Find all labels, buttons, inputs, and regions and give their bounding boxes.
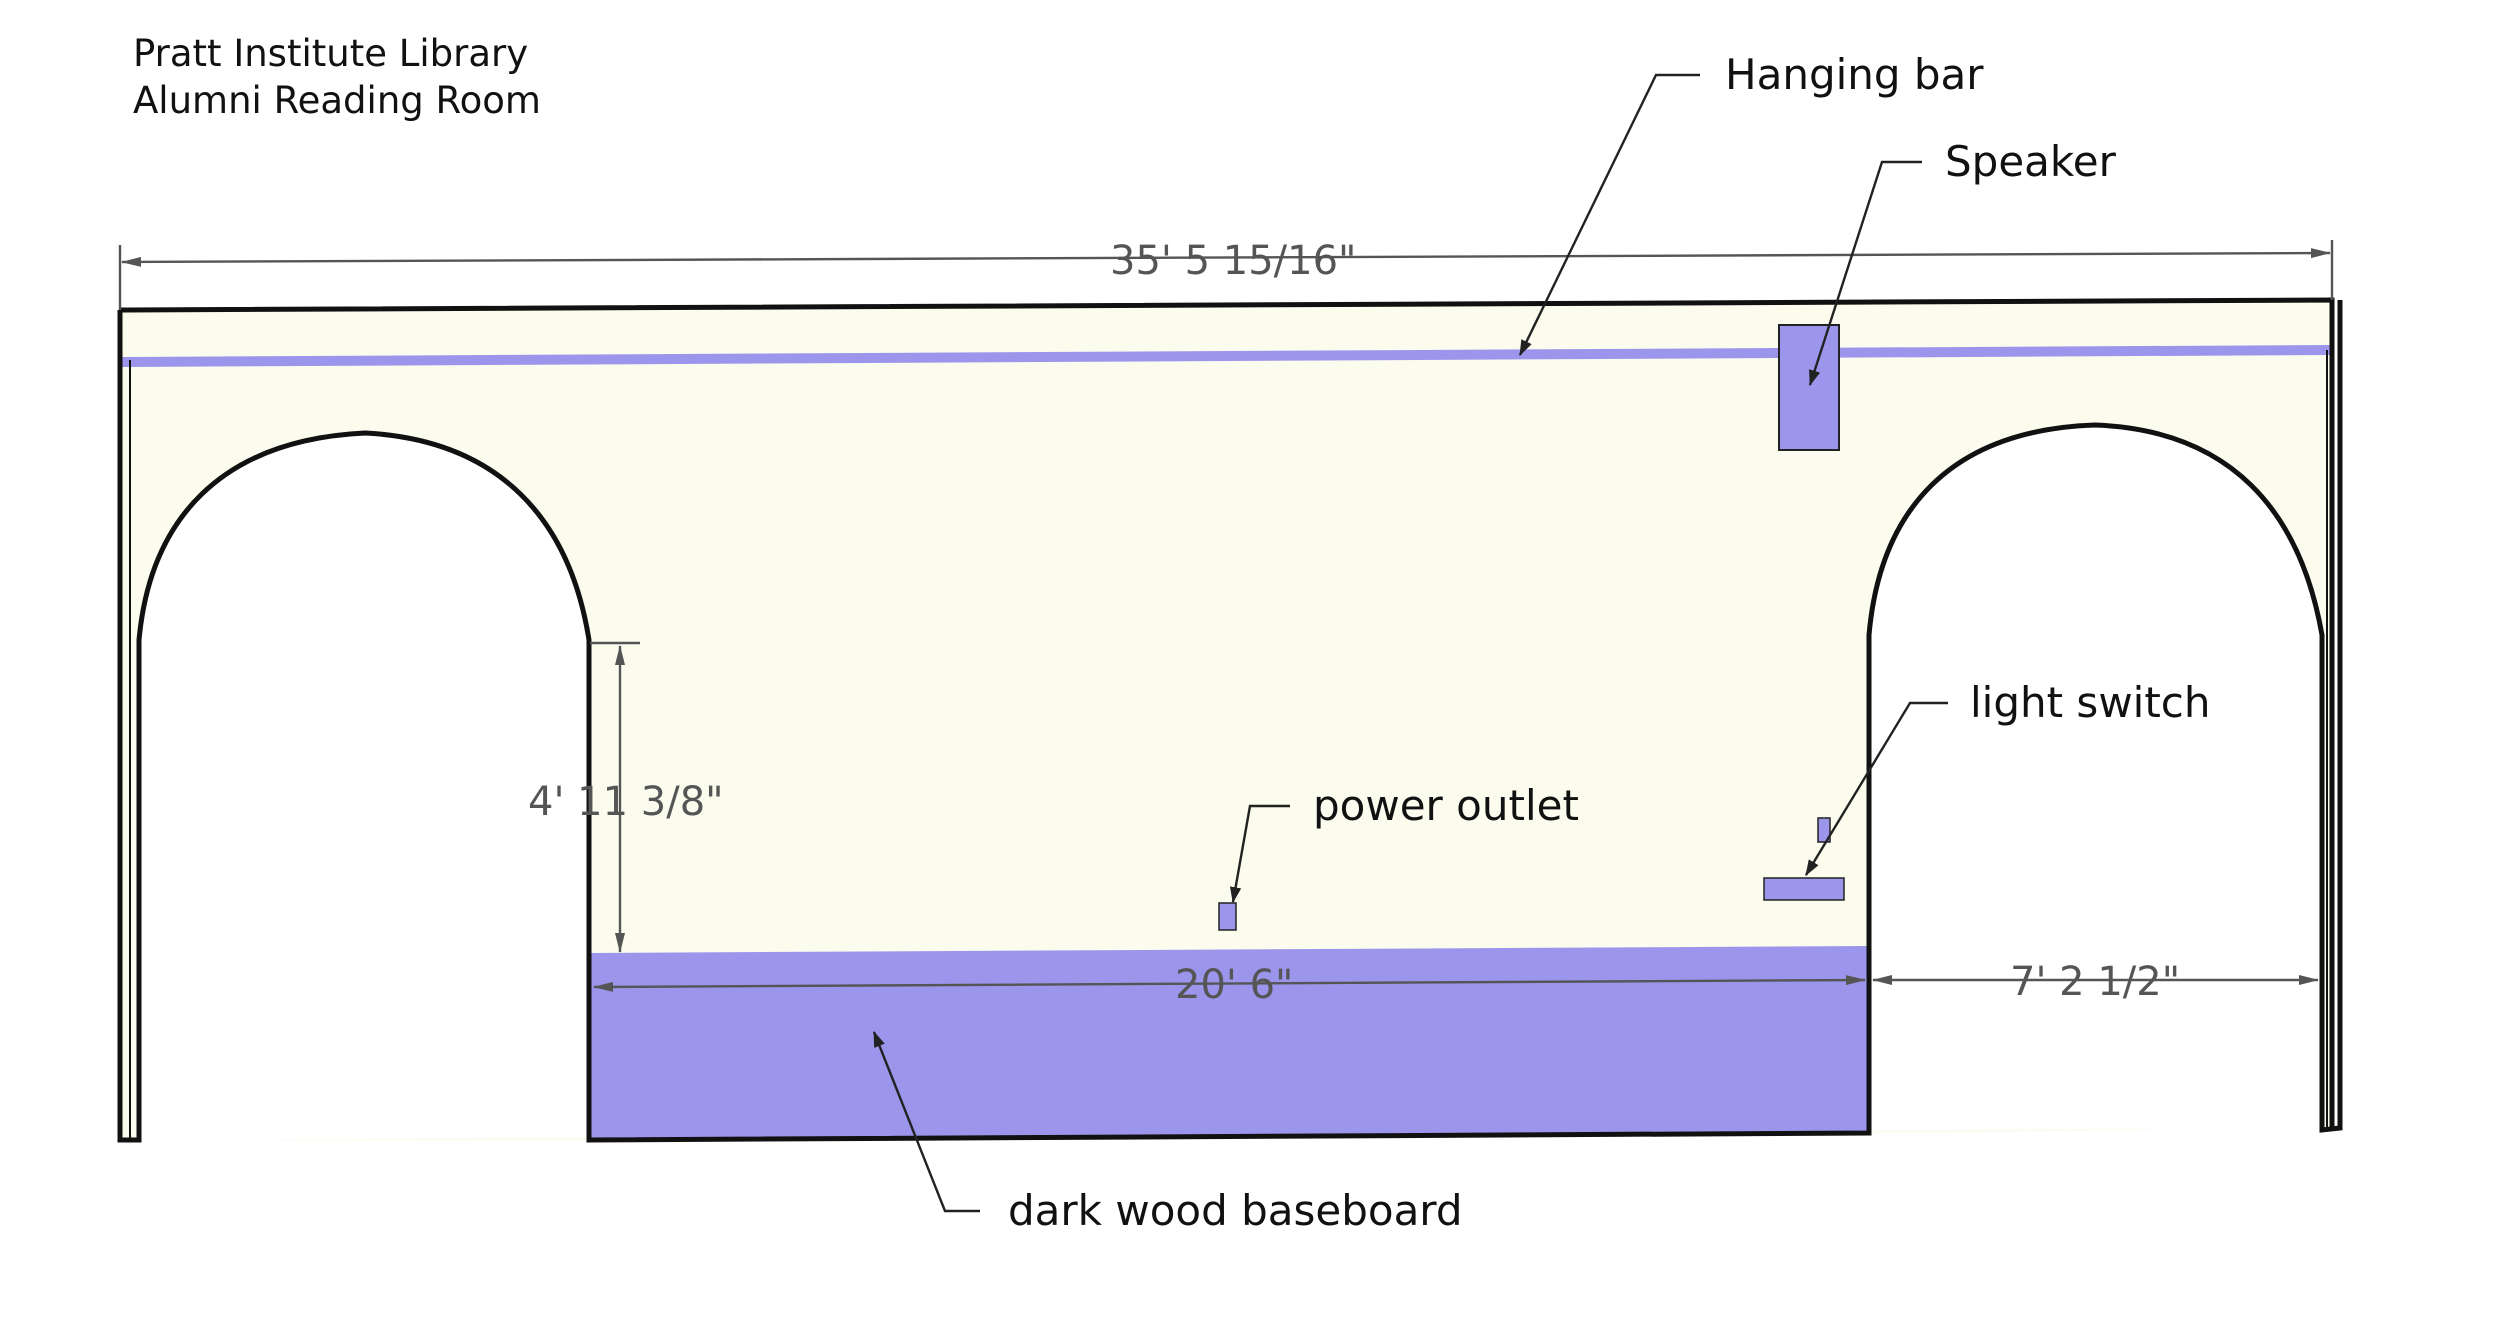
callout-light-switch: light switch <box>1970 678 2211 727</box>
leader-hanging-bar <box>1518 73 1700 357</box>
leader-speaker <box>1808 160 1922 387</box>
callout-baseboard: dark wood baseboard <box>1008 1186 1463 1235</box>
callout-power-outlet: power outlet <box>1313 781 1579 830</box>
light-switch <box>1817 817 1831 843</box>
dim-line-baseboard-width <box>593 975 1866 992</box>
power-outlet <box>1218 902 1237 931</box>
title-line-2: Alumni Reading Room <box>133 79 541 122</box>
dim-line-overall-width <box>121 248 2331 267</box>
light-switch-plate <box>1763 877 1845 901</box>
wall-face <box>120 300 2332 1140</box>
speaker <box>1778 324 1840 451</box>
callout-speaker: Speaker <box>1945 137 2117 186</box>
dim-label-baseboard-width: 20' 6" <box>1175 962 1293 1008</box>
leader-light-switch <box>1804 701 1948 876</box>
callout-hanging-bar: Hanging bar <box>1725 50 1984 99</box>
leader-baseboard <box>872 1030 980 1213</box>
leader-power-outlet <box>1229 804 1290 904</box>
dim-label-vertical-height: 4' 11 3/8" <box>528 779 724 825</box>
title-line-1: Pratt Institute Library <box>133 32 528 75</box>
dim-label-overall-width: 35' 5 15/16" <box>1110 238 1356 284</box>
dark-wood-baseboard <box>590 946 1869 1140</box>
dim-label-right-opening-width: 7' 2 1/2" <box>2010 959 2180 1005</box>
